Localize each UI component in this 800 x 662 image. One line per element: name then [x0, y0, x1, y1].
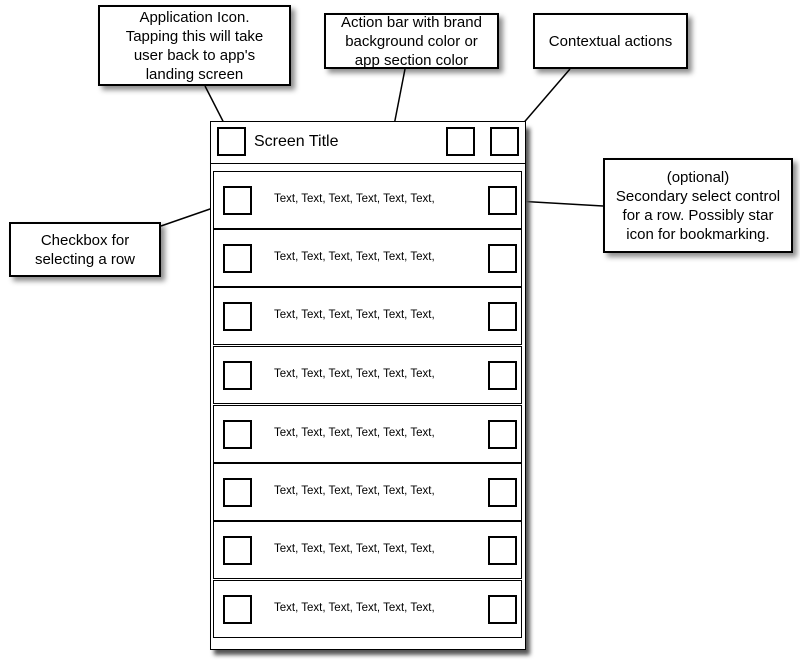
- row-text: Text, Text, Text, Text, Text, Text,: [274, 368, 435, 380]
- row-text: Text, Text, Text, Text, Text, Text,: [274, 251, 435, 263]
- row-secondary-select[interactable]: [488, 595, 517, 624]
- row-checkbox[interactable]: [223, 478, 252, 507]
- row-text: Text, Text, Text, Text, Text, Text,: [274, 485, 435, 497]
- row-secondary-select[interactable]: [488, 536, 517, 565]
- callout-secondary-select: (optional) Secondary select control for …: [603, 158, 793, 253]
- contextual-action-button-1[interactable]: [446, 127, 475, 156]
- row-secondary-select[interactable]: [488, 244, 517, 273]
- contextual-action-button-2[interactable]: [490, 127, 519, 156]
- screen-title: Screen Title: [254, 133, 339, 150]
- row-checkbox[interactable]: [223, 302, 252, 331]
- list-item[interactable]: Text, Text, Text, Text, Text, Text,: [213, 521, 522, 579]
- list-item[interactable]: Text, Text, Text, Text, Text, Text,: [213, 405, 522, 463]
- list-item[interactable]: Text, Text, Text, Text, Text, Text,: [213, 463, 522, 521]
- row-checkbox[interactable]: [223, 244, 252, 273]
- list-item[interactable]: Text, Text, Text, Text, Text, Text,: [213, 346, 522, 404]
- row-checkbox[interactable]: [223, 595, 252, 624]
- callout-application-icon: Application Icon. Tapping this will take…: [98, 5, 291, 86]
- row-secondary-select[interactable]: [488, 478, 517, 507]
- list-item[interactable]: Text, Text, Text, Text, Text, Text,: [213, 580, 522, 638]
- row-secondary-select[interactable]: [488, 186, 517, 215]
- phone-screen: Screen Title Text, Text, Text, Text, Tex…: [210, 121, 526, 650]
- row-text: Text, Text, Text, Text, Text, Text,: [274, 427, 435, 439]
- list-item[interactable]: Text, Text, Text, Text, Text, Text,: [213, 287, 522, 345]
- row-secondary-select[interactable]: [488, 361, 517, 390]
- row-checkbox[interactable]: [223, 361, 252, 390]
- app-icon[interactable]: [217, 127, 246, 156]
- row-text: Text, Text, Text, Text, Text, Text,: [274, 602, 435, 614]
- list-item[interactable]: Text, Text, Text, Text, Text, Text,: [213, 171, 522, 229]
- row-secondary-select[interactable]: [488, 420, 517, 449]
- callout-action-bar: Action bar with brand background color o…: [324, 13, 499, 69]
- action-bar: Screen Title: [211, 122, 525, 164]
- row-checkbox[interactable]: [223, 536, 252, 565]
- row-checkbox[interactable]: [223, 186, 252, 215]
- row-text: Text, Text, Text, Text, Text, Text,: [274, 309, 435, 321]
- list-item[interactable]: Text, Text, Text, Text, Text, Text,: [213, 229, 522, 287]
- row-text: Text, Text, Text, Text, Text, Text,: [274, 543, 435, 555]
- row-secondary-select[interactable]: [488, 302, 517, 331]
- callout-checkbox: Checkbox for selecting a row: [9, 222, 161, 277]
- row-checkbox[interactable]: [223, 420, 252, 449]
- row-text: Text, Text, Text, Text, Text, Text,: [274, 193, 435, 205]
- callout-contextual-actions: Contextual actions: [533, 13, 688, 69]
